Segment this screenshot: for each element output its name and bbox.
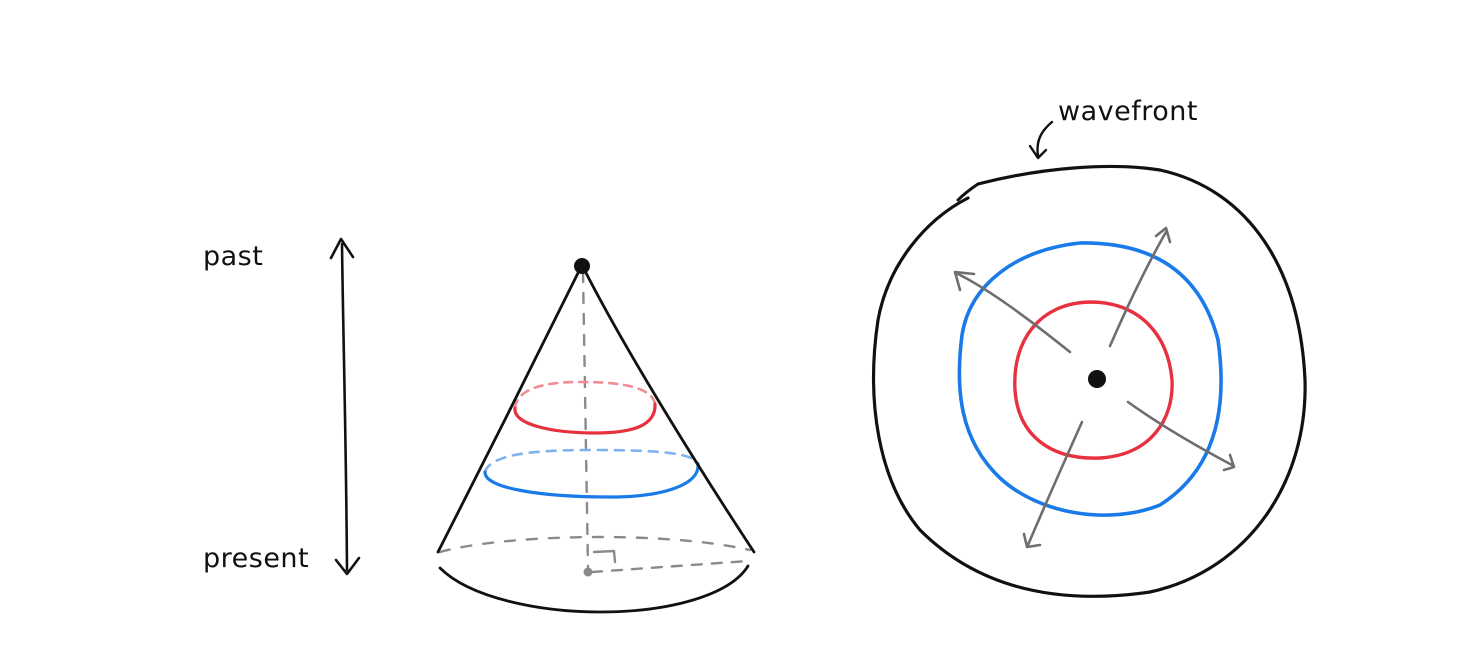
cone-axis-hidden (581, 270, 590, 570)
arrow-up-right-head (1154, 226, 1172, 244)
arrow-up-right (1108, 230, 1168, 348)
time-axis: past present (203, 237, 361, 576)
wavefront-view: wavefront (871, 96, 1307, 598)
outer-wavefront-circle (871, 164, 1307, 598)
time-arrow-icon (329, 237, 361, 576)
red-ring-front (513, 402, 657, 435)
cone-apex (574, 258, 590, 274)
blue-circle (957, 241, 1223, 517)
arrow-down-left (1026, 420, 1084, 547)
outer-wavefront-overlap (956, 182, 980, 202)
present-label: present (203, 543, 309, 574)
light-cone (436, 258, 756, 614)
arrow-down-right-head (1222, 453, 1236, 472)
arrow-up-left (956, 272, 1072, 354)
red-circle (1013, 300, 1174, 460)
cone-side-right (581, 265, 756, 554)
cone-base-hidden-back (438, 535, 752, 554)
cone-radius-hidden (590, 559, 750, 574)
right-angle-icon (592, 549, 617, 564)
wavefront-pointer-icon (1028, 120, 1054, 160)
source-point (1088, 370, 1106, 388)
red-ring-hidden-back (513, 380, 657, 410)
cone-side-left (436, 265, 583, 554)
cone-base-center (583, 567, 593, 577)
wavefront-label: wavefront (1058, 96, 1198, 127)
past-label: past (203, 241, 263, 272)
arrow-down-right (1126, 400, 1234, 467)
propagation-arrows (953, 226, 1236, 549)
blue-ring-front (483, 462, 700, 499)
cone-base-front (438, 564, 750, 614)
arrow-down-left-head (1022, 532, 1042, 549)
blue-ring-hidden-back (483, 448, 700, 474)
arrow-up-left-head (953, 270, 976, 292)
